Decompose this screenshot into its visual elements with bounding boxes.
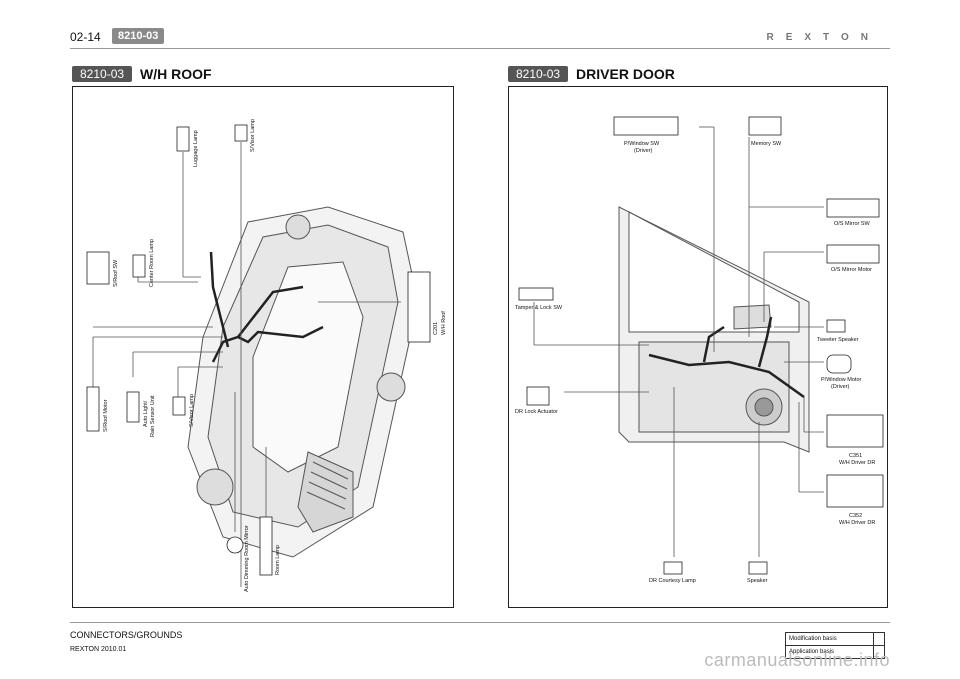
pwindow-sw-connector: [613, 116, 679, 136]
sroof-sw-connector: [86, 251, 110, 285]
dr-lock-actuator-connector: [526, 386, 550, 406]
c351-sublabel: W/H Driver DR: [839, 460, 875, 466]
watermark: carmanualsonline.info: [704, 650, 890, 670]
rain-sensor-connector: [126, 391, 140, 423]
os-mirror-sw-label: O/S Mirror SW: [834, 221, 871, 227]
c201-connector: [407, 271, 431, 343]
c352-sublabel: W/H Driver DR: [839, 520, 875, 526]
footer-model: REXTON 2010.01: [70, 646, 127, 653]
left-section-header: 8210-03 W/H ROOF: [72, 66, 212, 82]
door-wiring-diagram: P/Window SW (Driver) Memory SW O/S Mirro…: [515, 116, 884, 584]
pwindow-sw-label: P/Window SW: [624, 141, 660, 147]
sroof-sw-label: S/Roof SW: [113, 259, 119, 287]
os-mirror-sw-connector: [826, 198, 880, 218]
right-section-tag: 8210-03: [508, 66, 569, 82]
auto-light-label: Auto Light/: [143, 400, 149, 427]
tamper-lock-connector: [518, 287, 554, 301]
dr-lock-actuator-label: DR Lock Actuator: [515, 409, 558, 415]
dr-courtesy-lamp-connector: [663, 561, 683, 575]
rain-sensor-label: Rain Sensor Unit: [150, 395, 156, 437]
pwindow-sw-sublabel: (Driver): [634, 148, 652, 154]
vehicle-outline: [187, 206, 419, 558]
page-number: 02-14: [70, 30, 101, 44]
sroof-motor-label: S/Roof Motor: [103, 399, 109, 432]
roof-wiring-diagram: Luggage Lamp S/Visor Lamp S/Roof SW Cent…: [86, 119, 447, 592]
svisor-lamp-bottom-connector: [172, 396, 186, 416]
c352-label: C352: [849, 513, 862, 519]
right-section-header: 8210-03 DRIVER DOOR: [508, 66, 675, 82]
svisor-lamp-bottom-label: S/Visor Lamp: [189, 394, 195, 427]
c352-connector: [826, 474, 884, 508]
application-basis-label: Application basis: [785, 645, 874, 659]
speaker-label: Speaker: [747, 578, 768, 584]
c351-label: C351: [849, 453, 862, 459]
c201-label: C201: [433, 322, 439, 335]
c351-connector: [826, 414, 884, 448]
roof-connectors: [86, 124, 431, 576]
sroof-motor-connector: [86, 386, 100, 432]
section-code-chip: 8210-03: [112, 28, 165, 44]
center-room-lamp-connector: [132, 254, 146, 278]
luggage-lamp-connector: [176, 126, 190, 152]
pwindow-motor-sublabel: (Driver): [831, 384, 849, 390]
dr-courtesy-lamp-label: DR Courtesy Lamp: [649, 578, 696, 584]
right-section-title: DRIVER DOOR: [576, 66, 675, 82]
roof-harness: [209, 251, 324, 363]
left-section-tag: 8210-03: [72, 66, 133, 82]
speaker-connector: [748, 561, 768, 575]
roof-diagram-panel: Luggage Lamp S/Visor Lamp S/Roof SW Cent…: [72, 86, 454, 608]
pwindow-motor-connector: [826, 354, 852, 374]
os-mirror-motor-label: O/S Mirror Motor: [831, 267, 872, 273]
memory-sw-label: Memory SW: [751, 141, 782, 147]
door-harness: [648, 316, 805, 399]
room-lamp-connector: [259, 516, 273, 576]
pwindow-motor-label: P/Window Motor: [821, 377, 862, 383]
door-diagram-panel: P/Window SW (Driver) Memory SW O/S Mirro…: [508, 86, 888, 608]
door-connectors: [518, 116, 884, 575]
header-divider: [70, 48, 890, 49]
room-lamp-label: Room Lamp: [275, 545, 281, 575]
left-section-title: W/H ROOF: [140, 66, 212, 82]
footer-section: CONNECTORS/GROUNDS: [70, 630, 183, 640]
svisor-lamp-top-connector: [234, 124, 248, 142]
footer-divider: [70, 622, 890, 623]
modification-basis-label: Modification basis: [785, 632, 874, 646]
door-leader-lines: [533, 126, 824, 557]
auto-dimming-mirror-label: Auto Dimming Room Mirror: [244, 525, 250, 592]
tweeter-speaker-connector: [826, 319, 846, 333]
center-room-lamp-label: Center Room Lamp: [149, 239, 155, 287]
tweeter-speaker-label: Tweeter Speaker: [817, 337, 859, 343]
wh-roof-label: W/H Roof: [441, 311, 447, 335]
modification-table: Modification basis Application basis: [785, 632, 886, 659]
auto-dimming-mirror-connector: [226, 536, 244, 554]
svisor-lamp-top-label: S/Visor Lamp: [250, 119, 256, 152]
tamper-lock-label: Tamper & Lock SW: [515, 305, 563, 311]
luggage-lamp-label: Luggage Lamp: [193, 130, 199, 167]
os-mirror-motor-connector: [826, 244, 880, 264]
brand-logo: REXTON: [766, 32, 880, 43]
memory-sw-connector: [748, 116, 782, 136]
